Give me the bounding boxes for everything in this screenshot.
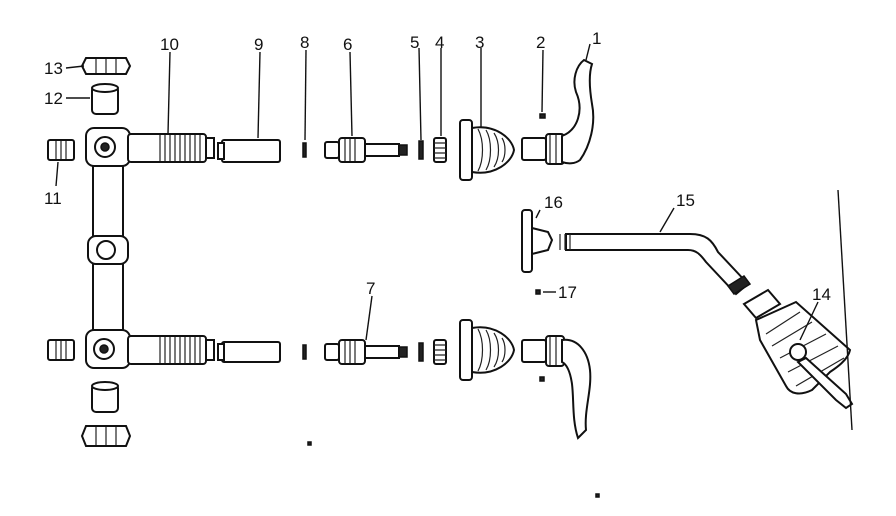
- callout-8: 8: [300, 33, 309, 52]
- part-9-tube-top: [217, 139, 281, 163]
- part-5-ring-top: [418, 140, 424, 160]
- part-7-stem-bottom: [324, 339, 408, 365]
- callout-1: 1: [592, 29, 601, 48]
- part-3-escutcheon-bottom: [459, 319, 516, 381]
- callout-labels: 1 2 3 4 5 6 7 8 9 10 11 12 13 14 15 16 1…: [44, 29, 831, 304]
- part-15-shower-arm: [559, 233, 752, 296]
- valve-body: [85, 127, 131, 369]
- callout-12: 12: [44, 89, 63, 108]
- part-11-end-cap-top: [47, 139, 75, 161]
- callout-4: 4: [435, 33, 444, 52]
- part-17-screw: [535, 289, 541, 295]
- callout-16: 16: [544, 193, 563, 212]
- part-3-escutcheon-top: [459, 119, 516, 181]
- edge-line: [837, 189, 853, 431]
- part-9-tube-bottom: [217, 341, 281, 363]
- stray-mark-1: [307, 441, 312, 446]
- part-1-handle-top: [521, 58, 595, 165]
- part-4-spline-top: [433, 137, 447, 163]
- part-4-spline-bottom: [433, 339, 447, 365]
- part-14-shower-head: [742, 288, 854, 410]
- callout-7: 7: [366, 279, 375, 298]
- part-10-threaded-body-top: [127, 133, 215, 163]
- callout-9: 9: [254, 35, 263, 54]
- part-16-flange: [521, 209, 554, 273]
- leader-lines: [55, 43, 819, 341]
- part-2-screw-top: [539, 113, 546, 119]
- nut-bottom: [80, 425, 132, 447]
- callout-6: 6: [343, 35, 352, 54]
- part-11-end-cap-bottom: [47, 339, 75, 361]
- callout-3: 3: [475, 33, 484, 52]
- part-5-ring-bottom: [418, 342, 424, 362]
- callout-11: 11: [44, 189, 62, 208]
- part-8-washer-bottom: [302, 344, 307, 360]
- callout-13: 13: [44, 59, 63, 78]
- part-10-threaded-body-bottom: [127, 335, 215, 365]
- part-13-nut-top: [80, 57, 132, 75]
- callout-5: 5: [410, 33, 419, 52]
- callout-17: 17: [558, 283, 577, 302]
- part-2-screw-bottom: [539, 376, 545, 382]
- callout-15: 15: [676, 191, 695, 210]
- stray-mark-2: [595, 493, 600, 498]
- handle-bottom: [521, 335, 592, 440]
- callout-10: 10: [160, 35, 179, 54]
- callout-2: 2: [536, 33, 545, 52]
- sleeve-bottom: [91, 381, 119, 413]
- part-8-washer-top: [302, 142, 307, 158]
- callout-14: 14: [812, 285, 831, 304]
- part-12-sleeve-top: [91, 83, 119, 115]
- part-6-stem-top: [324, 137, 408, 163]
